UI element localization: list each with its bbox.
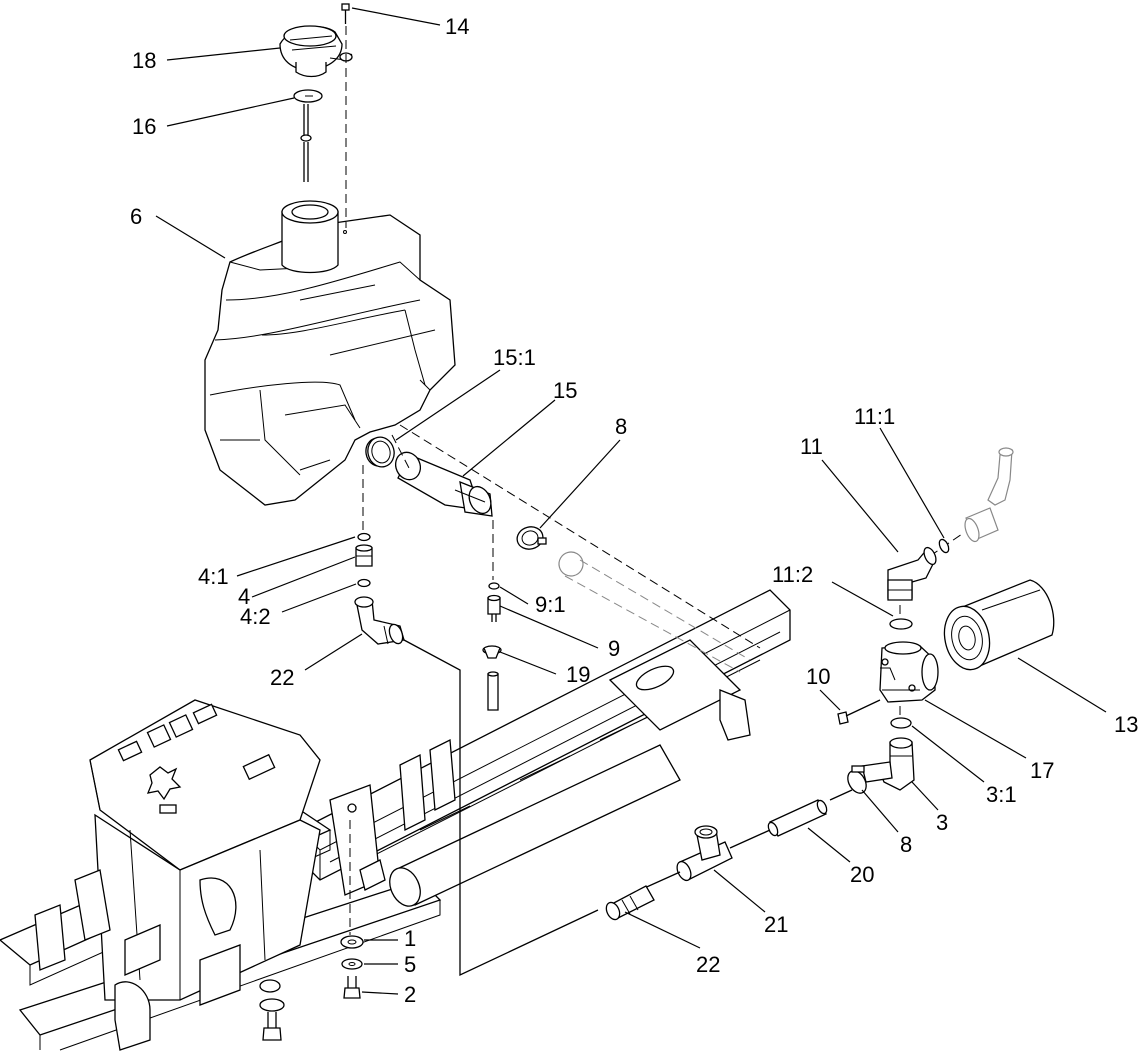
callout-8-upper: 8 [615,414,627,439]
callout-labels: 18 14 16 6 15:1 15 8 4:1 4 4:2 22 9:1 9 … [130,14,1138,1007]
o-ring-11-2 [889,618,913,630]
callout-15: 15 [553,378,577,403]
callout-14: 14 [445,14,469,39]
vent-hose [487,671,499,711]
fuel-filter-element [943,579,1055,671]
callout-4-2: 4:2 [240,604,271,629]
o-ring-3-1 [890,717,912,729]
callout-16: 16 [132,114,156,139]
o-ring-11-1 [938,538,950,554]
hose-clamp [516,526,547,550]
callout-3-1: 3:1 [986,782,1017,807]
callout-11-2: 11:2 [772,562,813,587]
callout-1: 1 [404,926,416,951]
elbow-fitting-22 [354,596,405,645]
mount-stack-left [259,979,285,1041]
callout-15-1: 15:1 [493,345,536,370]
callout-10: 10 [806,664,830,689]
o-ring-9-1 [488,582,500,590]
callout-18: 18 [132,48,156,73]
fuel-gauge [293,89,323,182]
callout-11-1: 11:1 [854,404,895,429]
callout-5: 5 [404,952,416,977]
screw [341,3,350,24]
callout-21: 21 [764,912,788,937]
fuel-filler-neck-hose [367,436,493,517]
callout-20: 20 [850,862,874,887]
fitting-9 [487,594,501,622]
callout-19: 19 [566,662,590,687]
callout-2: 2 [404,982,416,1007]
fuel-cap [279,25,353,78]
bolt-2 [343,976,361,999]
hose-clamp-8b [847,765,867,794]
return-tube-ghost [964,447,1014,543]
callout-9: 9 [608,636,620,661]
elbow-fitting-11 [887,546,937,601]
callout-4: 4 [238,584,250,609]
clamp-19 [482,645,502,659]
bolt-10 [837,699,881,725]
frame-assembly [0,589,791,1051]
callout-6: 6 [130,204,142,229]
callout-13: 13 [1114,712,1138,737]
fuel-hose-20 [767,799,828,837]
callout-9-1: 9:1 [535,592,566,617]
leader-lines [155,7,1107,995]
filter-head [879,641,939,703]
callout-4-1: 4:1 [198,564,229,589]
hose-fitting-22b [605,885,655,921]
fitting-4 [355,544,373,567]
grommet-1 [340,935,364,949]
callout-22-upper: 22 [270,665,294,690]
callout-22-lower: 22 [696,952,720,977]
callout-11: 11 [800,434,823,459]
o-ring-4-1 [357,532,371,542]
callout-3: 3 [936,810,948,835]
o-ring-4-2 [357,578,371,588]
elbow-fitting-3 [861,737,915,791]
filler-hose-ghost [558,551,751,673]
callout-17: 17 [1030,758,1054,783]
washer-5 [341,958,363,970]
tee-fitting-21 [676,825,733,882]
callout-8-lower: 8 [900,832,912,857]
